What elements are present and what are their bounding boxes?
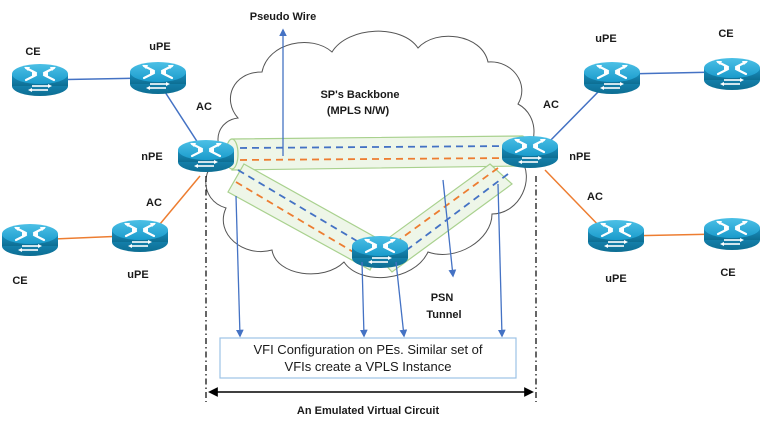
vfi-box (219, 337, 517, 379)
backbone-label-line2: (MPLS N/W) (327, 105, 390, 117)
npe-right-label: nPE (569, 151, 590, 163)
upe-top-right-label: uPE (595, 33, 616, 45)
npe-left-label: nPE (141, 151, 162, 163)
vfi-text-line1: VFI Configuration on PEs. Similar set of (253, 342, 482, 357)
psn-label-line1: PSN (431, 292, 454, 304)
p-core-router-icon (350, 234, 410, 270)
upe-bottom-left-label: uPE (127, 269, 148, 281)
emulated-circuit-label: An Emulated Virtual Circuit (297, 405, 440, 417)
pseudo-wires (235, 145, 513, 259)
ce-top-right-label: CE (718, 28, 733, 40)
ac-right-top-label: AC (543, 99, 559, 111)
vfi-text-line2: VFIs create a VPLS Instance (285, 359, 452, 374)
ce-top-left-label: CE (25, 46, 40, 58)
psn-tunnel-left (227, 163, 385, 271)
ce-top-right-router-icon (702, 56, 762, 92)
upe-top-left-label: uPE (149, 41, 170, 53)
ac-right-bottom-label: AC (587, 191, 603, 203)
upe-bottom-right-label: uPE (605, 273, 626, 285)
upe-bottom-right-router-icon (586, 218, 646, 254)
npe-right-router-icon (500, 134, 560, 170)
pseudo-wire-label: Pseudo Wire (250, 11, 317, 23)
ce-bottom-left-router-icon (0, 222, 60, 258)
ac-left-bottom-label: AC (146, 197, 162, 209)
ce-bottom-left-label: CE (12, 275, 27, 287)
psn-tunnel-arrow (442, 179, 457, 278)
psn-label-line2: Tunnel (426, 309, 461, 321)
ce-bottom-right-router-icon (702, 216, 762, 252)
backbone-label-line1: SP's Backbone (320, 89, 399, 101)
circuit-boundaries (205, 176, 537, 402)
ce-top-left-router-icon (10, 62, 70, 98)
upe-top-left-router-icon (128, 60, 188, 96)
psn-tunnel-top (225, 135, 529, 171)
upe-top-right-router-icon (582, 60, 642, 96)
ac-left-top-label: AC (196, 101, 212, 113)
upe-bottom-left-router-icon (110, 218, 170, 254)
vfi-arrows (235, 183, 506, 338)
npe-left-router-icon (176, 138, 236, 174)
ce-bottom-right-label: CE (720, 267, 735, 279)
